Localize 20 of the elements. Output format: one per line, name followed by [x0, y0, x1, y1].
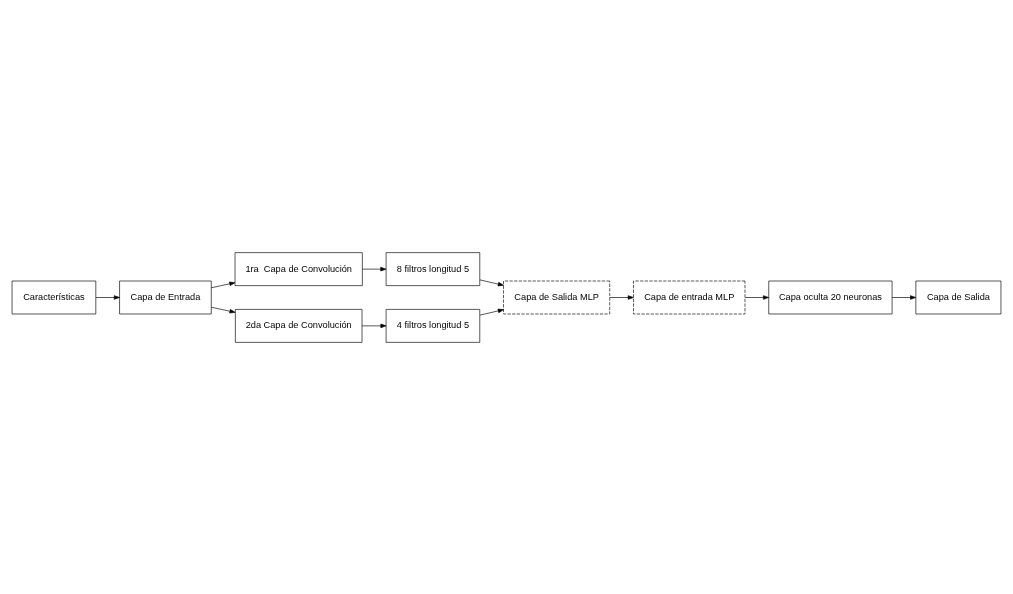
arrow [361, 323, 387, 328]
arrow [362, 266, 387, 271]
arrow [891, 294, 917, 300]
arrow [95, 294, 120, 300]
node-box: Capa oculta 20 neuronas [768, 280, 893, 314]
node-box: Capa de entrada MLP [633, 280, 746, 314]
arrow [479, 308, 504, 315]
node-box: Capa de Entrada [119, 280, 212, 314]
arrow [609, 294, 634, 300]
node-box: 8 filtros longitud 5 [385, 251, 481, 286]
arrow [479, 279, 504, 286]
arrow [744, 294, 769, 300]
node-box: 2da Capa de Convolución [235, 308, 363, 343]
node-box: Capa de Salida MLP [503, 280, 611, 314]
node-box: 4 filtros longitud 5 [385, 308, 481, 343]
arrow [211, 306, 236, 313]
node-box: Capa de Salida [915, 280, 1002, 314]
node-box: 1ra Capa de Convolución [234, 251, 363, 286]
node-box: Características [11, 280, 97, 314]
arrow [211, 281, 236, 288]
